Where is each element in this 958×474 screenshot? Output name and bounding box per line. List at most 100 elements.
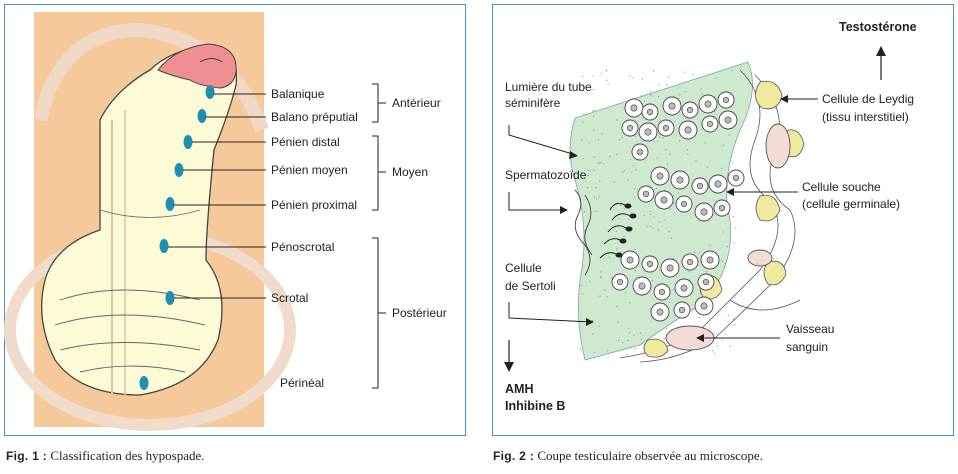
texture-dot bbox=[589, 170, 591, 172]
meatus-line bbox=[199, 58, 223, 63]
meatus-dots bbox=[139, 85, 215, 390]
figure-2-caption-prefix: Fig. 2 : bbox=[493, 449, 535, 463]
texture-dot bbox=[659, 269, 661, 271]
texture-dot bbox=[615, 230, 617, 232]
germ-cell-nucleus bbox=[616, 278, 624, 286]
leader-sertoli bbox=[508, 302, 593, 323]
label-inhibine: Inhibine B bbox=[505, 399, 566, 413]
germ-cell-nucleus bbox=[638, 282, 646, 290]
texture-dot bbox=[666, 163, 669, 165]
texture-dot bbox=[731, 155, 733, 158]
germ-cell-nucleus bbox=[686, 106, 694, 114]
texture-dot bbox=[600, 162, 602, 164]
outer-contour bbox=[33, 22, 269, 133]
texture-dot bbox=[592, 333, 594, 335]
germ-cell-nucleus bbox=[646, 108, 654, 116]
texture-dot bbox=[629, 75, 632, 77]
germ-cell-nucleus bbox=[686, 258, 694, 266]
germ-cell-nucleus bbox=[700, 208, 708, 216]
label-penien-proximal: Pénien proximal bbox=[271, 198, 358, 212]
texture-dot bbox=[665, 327, 668, 329]
texture-dot bbox=[699, 292, 701, 294]
texture-dot bbox=[617, 321, 619, 323]
leader-lines-2 bbox=[508, 98, 818, 339]
texture-dot bbox=[720, 275, 722, 277]
texture-dot bbox=[620, 204, 622, 206]
texture-dot bbox=[606, 296, 608, 298]
germ-cell-nucleus bbox=[680, 200, 688, 208]
label-balanique: Balanique bbox=[271, 87, 325, 101]
texture-dot bbox=[684, 91, 686, 93]
texture-dot bbox=[650, 213, 652, 215]
germ-cell-nucleus bbox=[732, 174, 740, 182]
figure-2-caption-text: Coupe testiculaire observée au microscop… bbox=[534, 448, 763, 463]
texture-dot bbox=[732, 162, 734, 164]
label-spermatozoide: Spermatozoïde bbox=[505, 168, 587, 182]
texture-dot bbox=[649, 308, 651, 310]
texture-dot bbox=[724, 266, 726, 268]
label-penien-distal: Pénien distal bbox=[271, 135, 340, 149]
germ-cell-nucleus bbox=[642, 190, 650, 198]
texture-dot bbox=[606, 70, 608, 72]
texture-dot bbox=[709, 244, 711, 246]
texture-dot bbox=[656, 157, 658, 159]
texture-dot bbox=[640, 339, 642, 341]
texture-dot bbox=[611, 276, 613, 279]
texture-dot bbox=[662, 137, 664, 139]
texture-dot bbox=[598, 162, 601, 164]
texture-dot bbox=[616, 119, 618, 121]
texture-dot bbox=[720, 259, 722, 261]
germ-cell-nucleus bbox=[702, 278, 710, 286]
germ-cell-nucleus bbox=[706, 120, 714, 128]
texture-dot bbox=[692, 73, 694, 75]
leader-lines-1 bbox=[168, 93, 266, 299]
germ-cell-nucleus bbox=[714, 180, 722, 188]
texture-dot bbox=[649, 176, 651, 179]
label-sertoli-2: de Sertoli bbox=[505, 279, 556, 293]
germ-cell-nucleus bbox=[644, 128, 652, 136]
texture-dot bbox=[580, 284, 583, 287]
texture-dot bbox=[694, 251, 696, 253]
dot-scrotal bbox=[165, 291, 175, 305]
leader-lumiere bbox=[508, 125, 577, 156]
texture-dot bbox=[588, 142, 590, 144]
texture-dot bbox=[597, 138, 600, 141]
germ-cell-nucleus bbox=[658, 288, 666, 296]
figure-1-caption: Fig. 1 : Classification des hypospade. bbox=[6, 448, 205, 464]
texture-dot bbox=[665, 148, 667, 151]
texture-dot bbox=[626, 354, 628, 356]
label-lumiere-1: Lumière du tube bbox=[505, 80, 592, 94]
germ-cell-nucleus bbox=[718, 204, 726, 212]
germ-cell-nucleus bbox=[646, 260, 654, 268]
texture-dot bbox=[589, 280, 591, 282]
germ-cell-nucleus bbox=[704, 100, 712, 108]
label-souche-2: (cellule germinale) bbox=[802, 197, 901, 211]
texture-dot bbox=[593, 351, 595, 353]
texture-dot bbox=[580, 171, 582, 174]
texture-dot bbox=[657, 229, 660, 231]
texture-dot bbox=[599, 180, 601, 182]
texture-dot bbox=[735, 227, 737, 229]
texture-dot bbox=[731, 69, 733, 72]
germ-cell-nucleus bbox=[666, 264, 674, 272]
texture-dot bbox=[734, 324, 736, 326]
texture-dot bbox=[597, 162, 599, 165]
texture-dot bbox=[721, 167, 723, 169]
label-sertoli-1: Cellule bbox=[505, 261, 542, 275]
texture-dot bbox=[634, 249, 636, 251]
label-testosterone: Testostérone bbox=[839, 20, 917, 34]
texture-dot bbox=[732, 216, 735, 218]
texture-dot bbox=[627, 179, 629, 181]
texture-dot bbox=[609, 156, 611, 158]
penis-shape bbox=[41, 44, 238, 396]
fold-3 bbox=[59, 342, 201, 351]
texture-dot bbox=[585, 180, 587, 182]
texture-dot bbox=[592, 88, 594, 91]
texture-dot bbox=[673, 203, 675, 205]
texture-dot bbox=[677, 192, 680, 194]
texture-dot bbox=[668, 76, 670, 78]
texture-dot bbox=[716, 345, 718, 347]
texture-dot bbox=[600, 271, 602, 273]
texture-dot bbox=[616, 306, 618, 308]
label-vaisseau-1: Vaisseau bbox=[786, 322, 835, 336]
